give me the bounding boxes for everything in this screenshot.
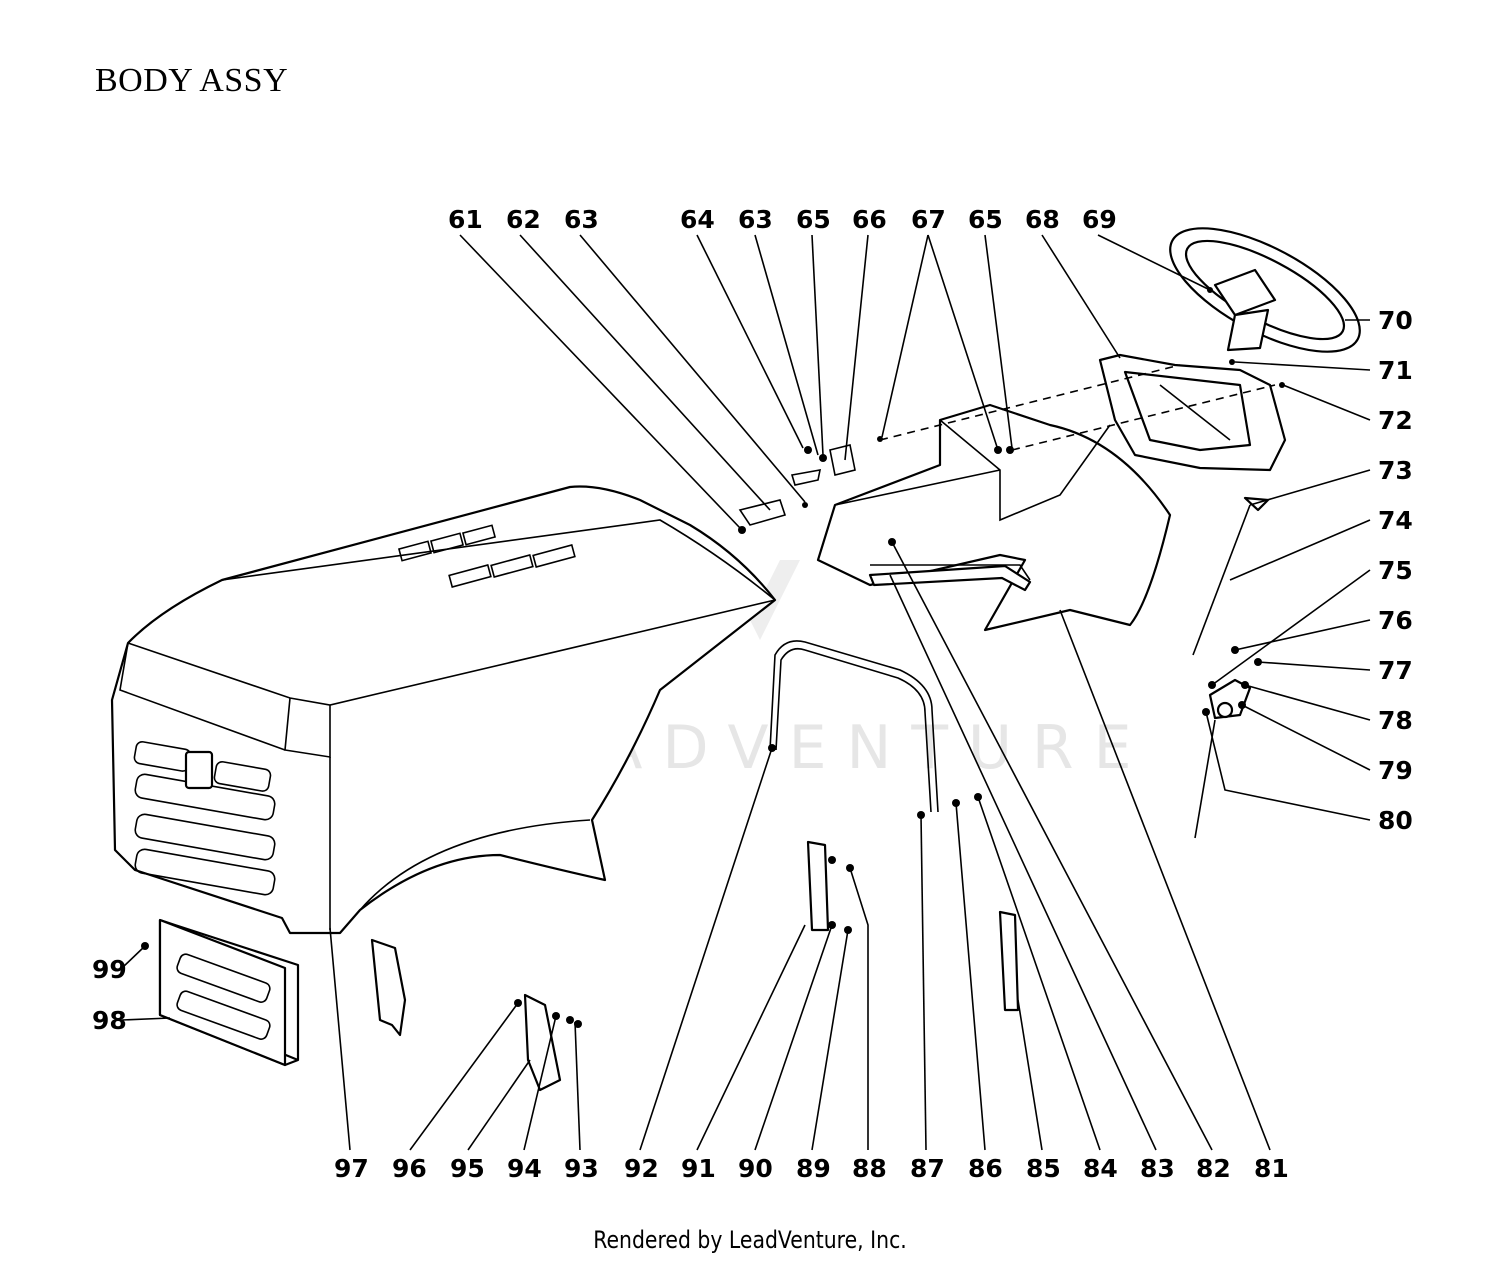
callout-92: 92 [624, 1154, 659, 1183]
callout-91: 91 [681, 1154, 716, 1183]
callout-89: 89 [796, 1154, 831, 1183]
callout-79: 79 [1378, 756, 1413, 785]
callout-90: 90 [738, 1154, 773, 1183]
callout-65b: 65 [968, 205, 1003, 234]
callout-83: 83 [1140, 1154, 1175, 1183]
callout-69: 69 [1082, 205, 1117, 234]
callout-78: 78 [1378, 706, 1413, 735]
callouts-bottom: 97 96 95 94 93 92 91 90 89 88 87 86 85 8… [334, 1154, 1289, 1183]
callout-67: 67 [911, 205, 946, 234]
callout-63: 63 [564, 205, 599, 234]
callout-96: 96 [392, 1154, 427, 1183]
callout-73: 73 [1378, 456, 1413, 485]
callout-66: 66 [852, 205, 887, 234]
callout-77: 77 [1378, 656, 1413, 685]
callouts-top: 61 62 63 64 63 65 66 67 65 68 69 [448, 205, 1117, 234]
callout-72: 72 [1378, 406, 1413, 435]
hood-part [110, 485, 777, 935]
callout-74: 74 [1378, 506, 1413, 535]
callout-63b: 63 [738, 205, 773, 234]
callout-82: 82 [1196, 1154, 1231, 1183]
callout-95: 95 [450, 1154, 485, 1183]
page-title: BODY ASSY [95, 62, 289, 99]
front-panel-part [158, 918, 300, 1067]
callout-93: 93 [564, 1154, 599, 1183]
callouts-right: 70 71 72 73 74 75 76 77 78 79 80 [1378, 306, 1413, 835]
leader-lines [121, 234, 1371, 1151]
callout-84: 84 [1083, 1154, 1118, 1183]
callouts-left: 99 98 [92, 955, 127, 1035]
callout-99: 99 [92, 955, 127, 984]
foot-rod-part [769, 640, 939, 813]
callout-85: 85 [1026, 1154, 1061, 1183]
steering-wheel-part [1169, 227, 1361, 353]
callout-76: 76 [1378, 606, 1413, 635]
callout-87: 87 [910, 1154, 945, 1183]
callout-86: 86 [968, 1154, 1003, 1183]
callout-81: 81 [1254, 1154, 1289, 1183]
callout-80: 80 [1378, 806, 1413, 835]
callout-97: 97 [334, 1154, 369, 1183]
callout-70: 70 [1378, 306, 1413, 335]
footer-credit: Rendered by LeadVenture, Inc. [593, 1226, 907, 1254]
callout-68: 68 [1025, 205, 1060, 234]
lever-assembly [1192, 496, 1270, 839]
console-bezel-part [1098, 353, 1287, 472]
callout-65: 65 [796, 205, 831, 234]
dash-panel-part [816, 403, 1172, 632]
brackets [370, 444, 1020, 1092]
callout-64: 64 [680, 205, 715, 234]
callout-62: 62 [506, 205, 541, 234]
callout-61: 61 [448, 205, 483, 234]
callout-88: 88 [852, 1154, 887, 1183]
callout-94: 94 [507, 1154, 542, 1183]
callout-98: 98 [92, 1006, 127, 1035]
callout-71: 71 [1378, 356, 1413, 385]
callout-75: 75 [1378, 556, 1413, 585]
